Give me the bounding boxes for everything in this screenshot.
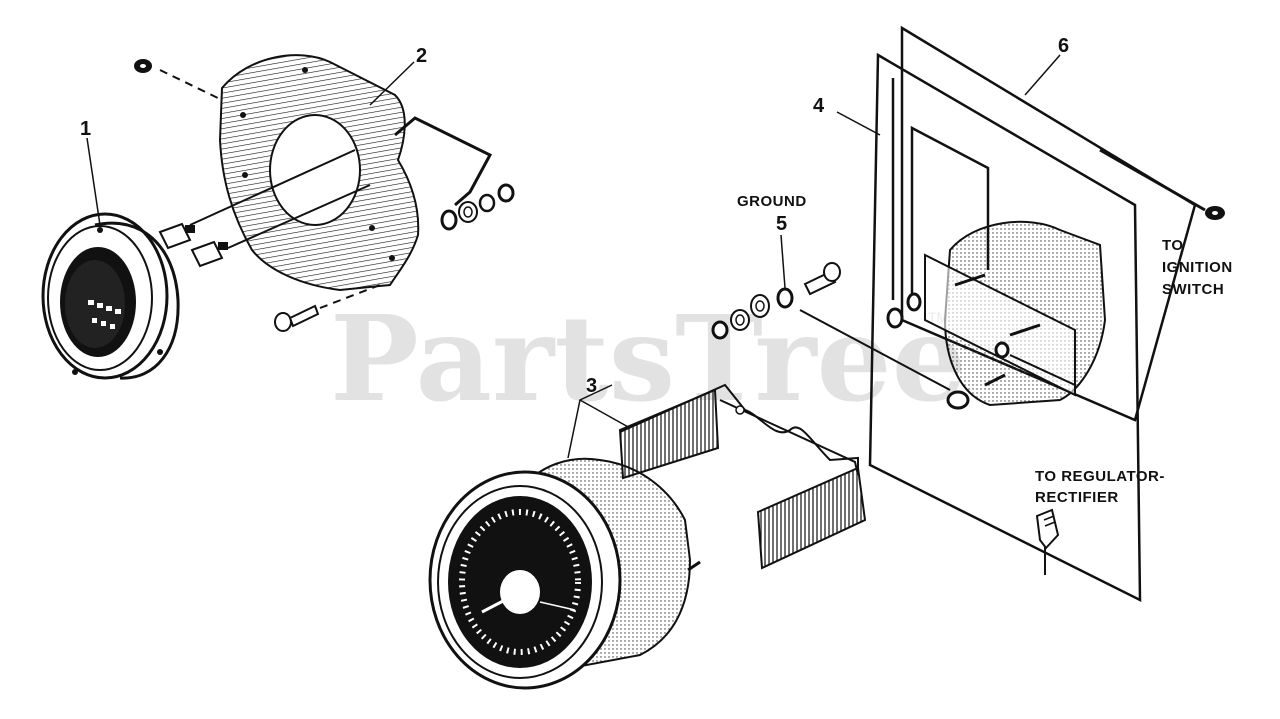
ring-terminal (134, 59, 223, 101)
to-ignition-label-line3: SWITCH (1162, 281, 1224, 298)
regulator-connector (1035, 508, 1060, 575)
hardware-nuts-part-2 (440, 183, 515, 231)
panel-part-6 (900, 25, 1197, 422)
to-ignition-label-line1: TO (1162, 237, 1184, 254)
part-label-6: 6 (1058, 35, 1069, 57)
wire-lead (394, 116, 493, 207)
mounting-plate-part-2 (218, 54, 420, 292)
watermark-text: PartsTree (330, 289, 967, 428)
mounting-screw (274, 284, 381, 332)
panel-part-4 (868, 52, 1142, 603)
part-label-3: 3 (586, 375, 597, 397)
part-label-2: 2 (416, 45, 427, 67)
spade-connectors (158, 149, 371, 268)
gauge-part-3 (428, 457, 701, 690)
part-label-4: 4 (813, 95, 825, 117)
rear-gauge-body (924, 220, 1107, 407)
ignition-ring-terminal (1099, 148, 1225, 220)
leader-lines (86, 54, 1061, 459)
to-regulator-label-line2: RECTIFIER (1035, 489, 1119, 506)
ground-label: GROUND (737, 193, 807, 210)
hour-meter-part-1 (41, 212, 180, 380)
part-label-5: 5 (776, 213, 787, 235)
gauge-bracket (618, 383, 867, 570)
to-ignition-label-line2: IGNITION (1162, 259, 1233, 276)
part-label-1: 1 (80, 118, 91, 140)
ground-hardware-part-5 (711, 262, 970, 410)
to-regulator-label-line1: TO REGULATOR- (1035, 468, 1165, 485)
